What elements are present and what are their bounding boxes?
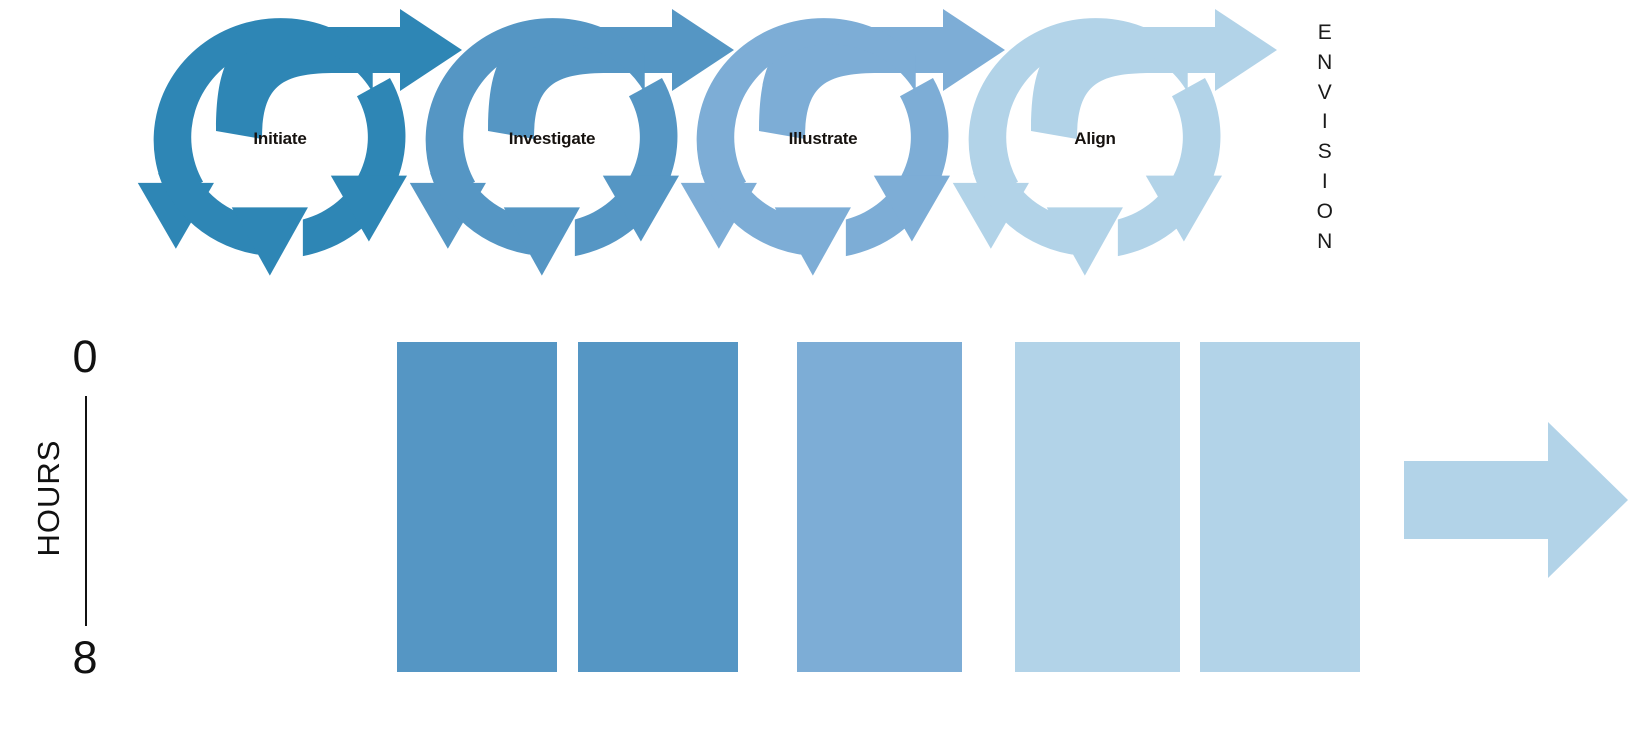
envision-letter: N [1317,50,1333,74]
envision-letter: V [1317,80,1333,104]
cycle-initiate[interactable] [137,9,462,276]
envision-letter: S [1317,140,1333,164]
bar-initiate [397,342,557,672]
envision-letter: I [1321,170,1329,194]
axis-tick-label-top: 0 [72,331,98,382]
envision-vertical-title: E N V I S I O N [1305,18,1345,257]
bar-investigate-a [578,342,738,672]
bar-illustrate [1015,342,1180,672]
bar-align-b [1200,342,1360,672]
cycle-illustrate[interactable] [680,9,1005,276]
axis-tick-label-bottom: 8 [72,632,98,683]
envision-letter: N [1317,229,1333,253]
bar-investigate-b [797,342,962,672]
cycle-investigate[interactable] [409,9,734,276]
continuation-arrow [1404,422,1628,578]
bar-chart [397,342,1360,672]
envision-letter: E [1317,21,1333,44]
envision-letter: I [1321,110,1329,134]
envision-letter: O [1316,199,1334,223]
cycle-align[interactable] [952,9,1277,276]
axis-title-hours: HOURS [31,439,66,557]
axis-line [85,396,87,626]
